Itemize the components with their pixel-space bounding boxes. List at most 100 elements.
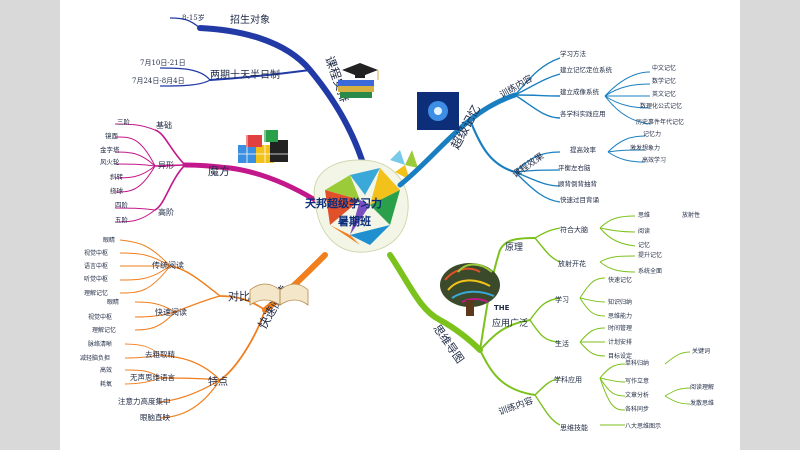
feature-sub-item: 减轻脑负担 — [80, 354, 110, 362]
divergent-thinking: 发散思维 — [690, 399, 714, 407]
application-label: 应用广泛 — [492, 317, 528, 329]
branch-schedule — [159, 17, 373, 193]
memory-training-item: 建立记忆定位系统 — [560, 65, 613, 74]
feature-item: 去粗取精 — [145, 349, 175, 359]
cube-branch-label: 魔方 — [208, 164, 230, 178]
subject-item: 写作立意 — [625, 377, 649, 385]
life-item: 时间管理 — [608, 324, 632, 332]
imaging-item: 数理化公式记忆 — [640, 102, 682, 110]
imaging-item: 英文记忆 — [652, 90, 676, 98]
center-node — [313, 150, 418, 253]
skills-item: 八大思维图示 — [625, 422, 661, 430]
whole-brain-item: 思维 — [638, 211, 650, 219]
reading-item: 眼睛 — [103, 236, 115, 244]
feature-item: 无声思维语言 — [130, 372, 175, 382]
memory-training-item: 各学科实践应用 — [560, 109, 606, 118]
reading-comprehension: 阅读理解 — [690, 383, 714, 391]
schedule-label: 两期十天半日制 — [210, 68, 280, 81]
features-label: 特点 — [208, 376, 228, 388]
cube-group-basic: 基础 — [156, 120, 172, 130]
subject-item: 单科归纳 — [625, 359, 649, 367]
branch-memory — [397, 57, 651, 203]
memory-training-item: 学习方法 — [560, 49, 587, 58]
efficiency-item: 高效学习 — [642, 156, 666, 164]
cube-item: 三阶 — [117, 117, 131, 126]
keyword-label: 关键词 — [692, 347, 710, 355]
graduation-cap-icon — [338, 63, 379, 98]
efficiency-item: 记忆力 — [643, 130, 661, 138]
cube-item: 四阶 — [115, 200, 129, 209]
skills-label: 思维技能 — [560, 423, 588, 432]
brain-tree-icon — [440, 263, 500, 316]
cube-item: 绕球 — [110, 186, 124, 195]
reading-item: 视觉中枢 — [88, 313, 112, 321]
reading-item: 视觉中枢 — [84, 249, 108, 257]
radial-item: 提升记忆 — [638, 251, 662, 259]
imaging-item: 数学记忆 — [652, 77, 676, 85]
galaxy-core — [434, 107, 442, 115]
center-title-line2: 暑期班 — [338, 214, 371, 228]
center-title-line1: 天邦超级学习力 — [305, 196, 382, 210]
study-item: 思维能力 — [608, 312, 632, 320]
reading-item: 理解记忆 — [92, 326, 116, 334]
effect-item: 平衡左右脑 — [558, 163, 591, 172]
the-logo: THE — [494, 304, 510, 312]
life-label: 生活 — [555, 339, 569, 348]
feature-sub-item: 耗氧 — [100, 380, 112, 388]
effect-item: 提高效率 — [570, 145, 597, 154]
subject-item: 文章分析 — [625, 391, 649, 399]
branch-cube — [114, 123, 318, 223]
subject-item: 各科同步 — [625, 405, 649, 413]
cube-item: 金字塔 — [100, 145, 120, 154]
cube-item: 风火轮 — [100, 157, 120, 166]
study-item: 快速记忆 — [608, 276, 632, 284]
feature-sub-item: 高效 — [100, 366, 112, 374]
thinking-branch-label: 思维导图 — [431, 322, 467, 365]
reading-item: 听觉中枢 — [84, 275, 108, 283]
reading-item: 理解记忆 — [84, 289, 108, 297]
cube-group-advanced: 高阶 — [158, 207, 174, 217]
schedule-date-1: 7月10日-21日 — [140, 59, 186, 67]
effect-item: 快速过目背诵 — [560, 195, 599, 204]
age-value: 8-15岁 — [182, 13, 205, 22]
life-item: 计划安排 — [608, 338, 632, 346]
divergent-label: 放射性 — [682, 211, 700, 219]
reading-item: 眼睛 — [107, 298, 119, 306]
feature-item: 眼脑直映 — [140, 412, 170, 422]
slide: 招生对象 8-15岁 两期十天半日制 7月10日-21日 7月24日-8月4日 … — [60, 0, 740, 450]
whole-brain-item: 记忆 — [638, 241, 650, 249]
imaging-item: 中文记忆 — [652, 64, 676, 72]
imaging-item: 历史事件年代记忆 — [636, 118, 684, 126]
schedule-date-2: 7月24日-8月4日 — [132, 77, 185, 85]
radial-label: 放射开花 — [558, 259, 586, 268]
life-item: 目标设定 — [608, 352, 632, 360]
whole-brain-label: 符合大脑 — [560, 225, 588, 234]
traditional-reading-label: 传统阅读 — [152, 260, 184, 270]
mind-map: 招生对象 8-15岁 两期十天半日制 7月10日-21日 7月24日-8月4日 … — [80, 13, 714, 432]
efficiency-item: 激发想象力 — [630, 144, 660, 152]
compare-label: 对比 — [228, 289, 250, 303]
cube-item: 镜面 — [105, 131, 119, 140]
feature-item: 注意力高度集中 — [118, 396, 171, 406]
subject-label: 学科应用 — [554, 375, 582, 384]
age-label: 招生对象 — [230, 13, 270, 26]
feature-sub-item: 脉络清晰 — [88, 340, 112, 348]
cube-item: 五阶 — [115, 215, 129, 224]
memory-effect-label: 课程效果 — [510, 150, 546, 180]
branch-thinking — [387, 215, 691, 426]
rubiks-cube-icon — [238, 130, 288, 163]
open-book-icon — [249, 283, 309, 306]
radial-item: 系统全面 — [638, 267, 662, 275]
fast-reading-sub-label: 快速阅读 — [155, 307, 187, 317]
reading-item: 语言中枢 — [84, 262, 108, 270]
branch-reading — [119, 239, 328, 419]
effect-item: 顺背倒背抽背 — [558, 179, 598, 188]
study-label: 学习 — [555, 295, 569, 304]
study-item: 知识归纳 — [608, 298, 632, 306]
whole-brain-item: 阅读 — [638, 227, 650, 235]
cube-item: 斜转 — [110, 172, 124, 181]
memory-training-item: 建立成像系统 — [560, 87, 600, 96]
principle-label: 原理 — [505, 242, 523, 253]
thinking-training-label: 训练内容 — [497, 394, 535, 418]
cube-group-shaped: 异形 — [158, 161, 174, 170]
